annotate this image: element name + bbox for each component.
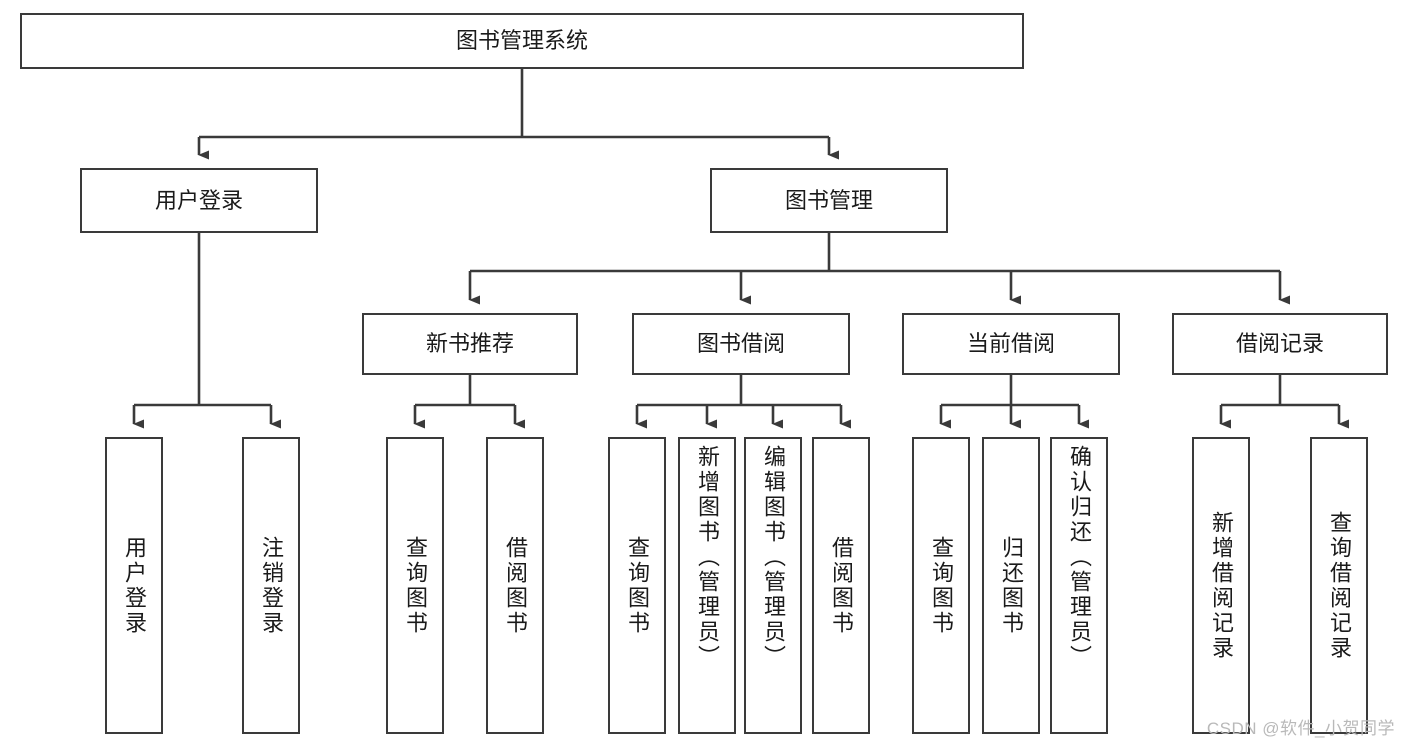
node-leaf-user-logout[interactable]: 注销登录 (242, 437, 300, 734)
node-label: 查询借阅记录 (1327, 510, 1352, 661)
node-label: 注销登录 (259, 535, 284, 636)
node-label: 归还图书 (999, 535, 1024, 636)
node-label: 新书推荐 (425, 331, 514, 356)
node-label: 图书管理系统 (455, 28, 588, 53)
node-leaf-current-return-book[interactable]: 归还图书 (982, 437, 1040, 734)
node-book-borrow[interactable]: 图书借阅 (632, 313, 850, 375)
node-leaf-rec-borrow-book[interactable]: 借阅图书 (486, 437, 544, 734)
node-label: 编辑图书（管理员） (761, 445, 786, 670)
node-leaf-user-login[interactable]: 用户登录 (105, 437, 163, 734)
node-label: 查询图书 (929, 535, 954, 636)
node-label: 查询图书 (625, 535, 650, 636)
node-leaf-borrow-add-book[interactable]: 新增图书（管理员） (678, 437, 736, 734)
node-label: 当前借阅 (966, 331, 1055, 356)
node-label: 查询图书 (403, 535, 428, 636)
node-current-borrow[interactable]: 当前借阅 (902, 313, 1120, 375)
node-leaf-borrow-query-book[interactable]: 查询图书 (608, 437, 666, 734)
node-leaf-current-confirm-return[interactable]: 确认归还（管理员） (1050, 437, 1108, 734)
node-label: 用户登录 (122, 535, 147, 636)
node-new-book-rec[interactable]: 新书推荐 (362, 313, 578, 375)
node-label: 借阅图书 (829, 535, 854, 636)
node-label: 借阅图书 (503, 535, 528, 636)
node-borrow-record[interactable]: 借阅记录 (1172, 313, 1388, 375)
node-leaf-borrow-edit-book[interactable]: 编辑图书（管理员） (744, 437, 802, 734)
node-label: 借阅记录 (1235, 331, 1324, 356)
node-leaf-record-query[interactable]: 查询借阅记录 (1310, 437, 1368, 734)
node-label: 确认归还（管理员） (1067, 445, 1092, 670)
node-label: 图书管理 (784, 187, 873, 213)
node-leaf-borrow-borrow-book[interactable]: 借阅图书 (812, 437, 870, 734)
node-label: 用户登录 (154, 187, 243, 213)
node-label: 新增图书（管理员） (695, 445, 720, 670)
node-leaf-current-query-book[interactable]: 查询图书 (912, 437, 970, 734)
node-label: 新增借阅记录 (1209, 510, 1234, 661)
csdn-watermark: CSDN @软件_小贺同学 (1206, 719, 1395, 738)
node-user-login[interactable]: 用户登录 (80, 168, 318, 233)
node-leaf-record-add[interactable]: 新增借阅记录 (1192, 437, 1250, 734)
node-leaf-rec-query-book[interactable]: 查询图书 (386, 437, 444, 734)
node-book-manage[interactable]: 图书管理 (710, 168, 948, 233)
node-label: 图书借阅 (696, 331, 785, 356)
node-root[interactable]: 图书管理系统 (20, 13, 1024, 69)
